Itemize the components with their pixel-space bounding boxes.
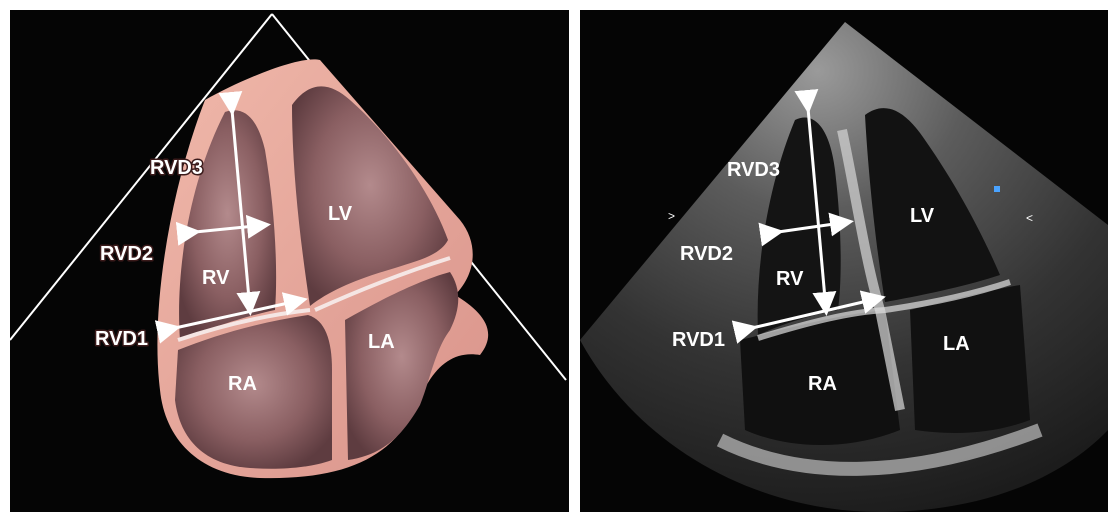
depth-marker-right: < — [1026, 211, 1033, 225]
label-rvd1: RVD1 — [672, 329, 725, 351]
depth-marker-left: > — [668, 209, 675, 223]
label-rvd3: RVD3 — [727, 159, 780, 181]
label-rvd2: RVD2 — [100, 243, 153, 265]
illustration-panel: RVD3 RVD3 RVD2 RVD2 RVD1 RVD1 RV LV RA L… — [10, 10, 569, 512]
label-ra: RA — [808, 373, 837, 395]
echo-panel: > < RVD3 RVD2 RVD1 RV LV RA LA — [580, 10, 1108, 512]
label-rvd1: RVD1 — [95, 328, 148, 350]
echocardiogram-image: > < RVD3 RVD2 RVD1 RV LV RA LA — [580, 10, 1108, 512]
label-ra: RA — [228, 373, 257, 395]
label-rv: RV — [202, 267, 230, 289]
label-rvd2: RVD2 — [680, 243, 733, 265]
label-la: LA — [943, 333, 970, 355]
label-la: LA — [368, 331, 395, 353]
label-lv: LV — [328, 203, 353, 225]
focus-marker — [994, 186, 1000, 192]
label-lv: LV — [910, 205, 935, 227]
label-rv: RV — [776, 268, 804, 290]
la-cavity — [910, 285, 1030, 433]
label-rvd3: RVD3 — [150, 157, 203, 179]
heart-illustration: RVD3 RVD3 RVD2 RVD2 RVD1 RVD1 RV LV RA L… — [10, 10, 569, 512]
